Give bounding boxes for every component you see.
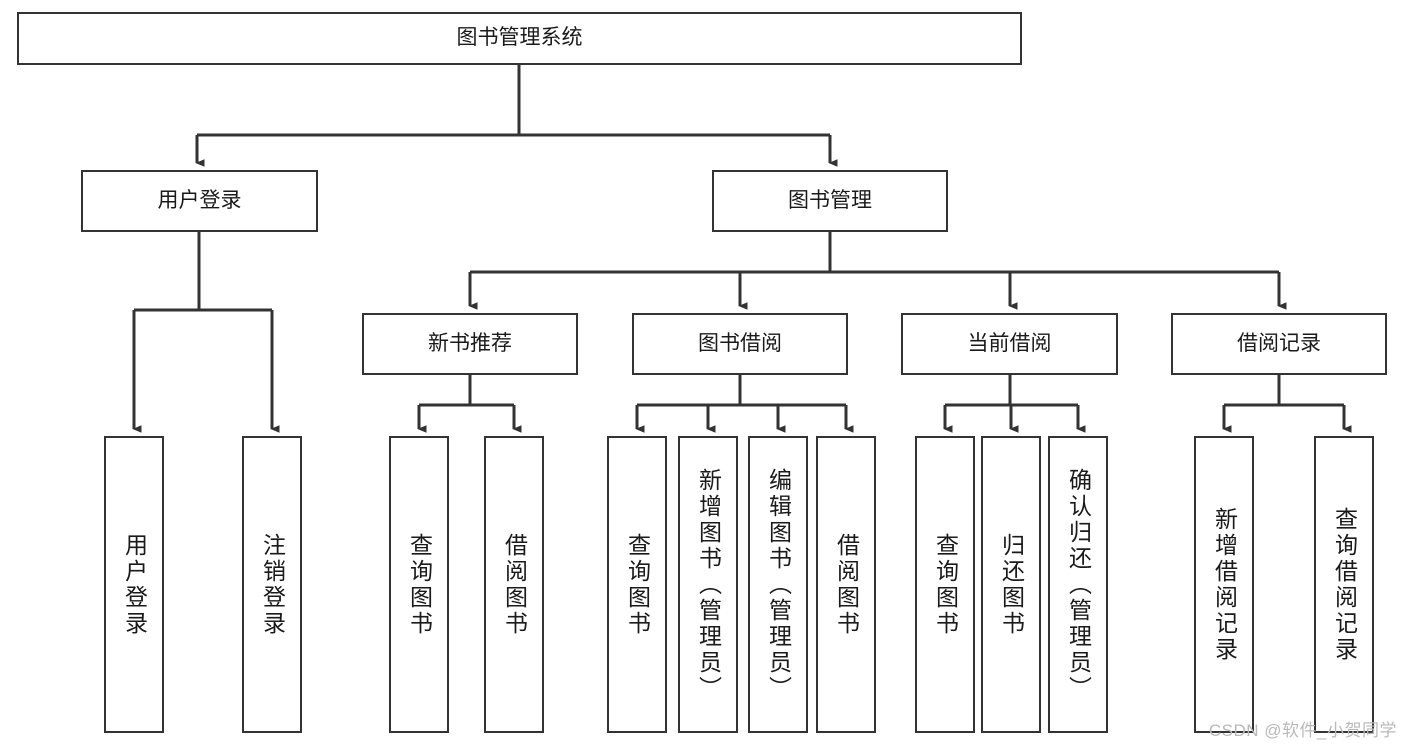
leaf-query-books-borrow[interactable]: 查询图书	[607, 436, 667, 733]
node-new-book-recommend[interactable]: 新书推荐	[362, 313, 578, 375]
node-label: 当前借阅	[967, 331, 1052, 355]
leaf-query-books-current[interactable]: 查询图书	[915, 436, 975, 733]
node-label: 借阅记录	[1237, 331, 1321, 355]
leaf-add-borrow-record[interactable]: 新增借阅记录	[1194, 436, 1254, 733]
node-label: 注销登录	[259, 532, 286, 637]
node-label: 查询图书	[932, 532, 959, 637]
leaf-query-borrow-record[interactable]: 查询借阅记录	[1314, 436, 1374, 733]
leaf-add-book-admin[interactable]: 新增图书（管理员）	[678, 436, 738, 733]
node-label: 查询图书	[624, 532, 651, 637]
leaf-query-books-newbooks[interactable]: 查询图书	[389, 436, 449, 733]
node-label: 图书管理系统	[456, 26, 583, 50]
node-label: 借阅图书	[833, 532, 860, 637]
node-user-login[interactable]: 用户登录	[81, 170, 318, 232]
leaf-logout[interactable]: 注销登录	[242, 436, 302, 733]
node-label: 图书管理	[788, 188, 872, 212]
leaf-borrow-books-borrow[interactable]: 借阅图书	[816, 436, 876, 733]
node-label: 编辑图书（管理员）	[765, 467, 792, 702]
node-root-book-management-system[interactable]: 图书管理系统	[17, 12, 1022, 65]
node-label: 确认归还（管理员）	[1065, 467, 1092, 702]
node-book-management[interactable]: 图书管理	[712, 170, 948, 232]
node-book-borrow[interactable]: 图书借阅	[632, 313, 848, 375]
node-borrow-records[interactable]: 借阅记录	[1171, 313, 1387, 375]
leaf-edit-book-admin[interactable]: 编辑图书（管理员）	[748, 436, 808, 733]
node-label: 用户登录	[121, 532, 148, 637]
node-label: 查询图书	[406, 532, 433, 637]
node-label: 新增借阅记录	[1211, 506, 1238, 663]
node-label: 归还图书	[998, 532, 1025, 637]
node-label: 新书推荐	[428, 331, 512, 355]
node-label: 图书借阅	[698, 331, 782, 355]
leaf-user-login[interactable]: 用户登录	[104, 436, 164, 733]
node-label: 新增图书（管理员）	[695, 467, 722, 702]
leaf-return-books[interactable]: 归还图书	[981, 436, 1041, 733]
node-label: 查询借阅记录	[1331, 506, 1358, 663]
node-label: 借阅图书	[501, 532, 528, 637]
node-label: 用户登录	[157, 188, 242, 212]
node-current-borrow[interactable]: 当前借阅	[901, 313, 1118, 375]
leaf-confirm-return-admin[interactable]: 确认归还（管理员）	[1048, 436, 1108, 733]
leaf-borrow-books-newbooks[interactable]: 借阅图书	[484, 436, 544, 733]
